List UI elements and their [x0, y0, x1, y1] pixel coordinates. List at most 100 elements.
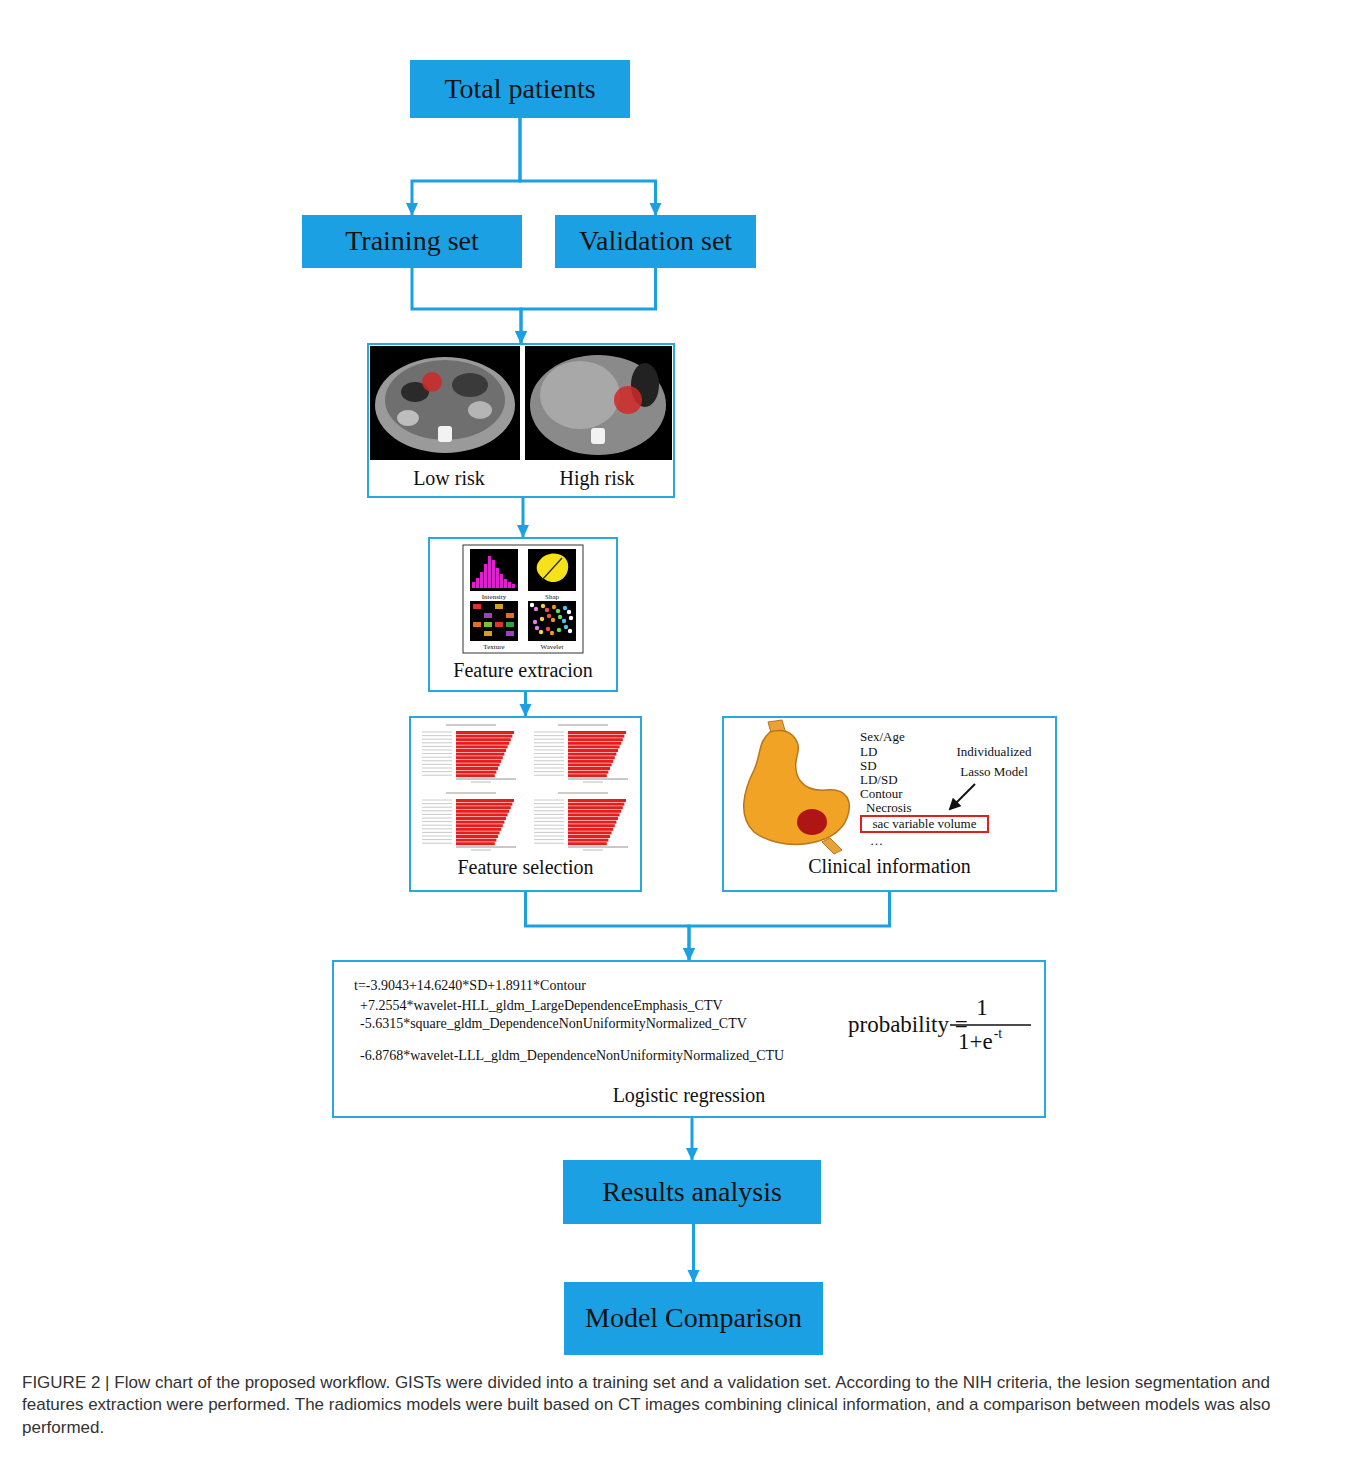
plot-label-mark	[534, 732, 564, 733]
node-text: LD	[860, 745, 877, 760]
plot-bar	[568, 756, 615, 759]
plot-label-mark	[422, 832, 452, 833]
plot-bar	[456, 763, 500, 766]
node-text: 1+e	[958, 1029, 993, 1055]
plot-label-mark	[422, 825, 452, 826]
node-text: LD/SD	[860, 773, 898, 788]
flow-arrow	[412, 268, 521, 343]
wavelet-dot	[547, 614, 551, 618]
flow-arrow	[412, 118, 520, 215]
plot-ground	[416, 722, 520, 784]
plot-bar	[456, 735, 512, 738]
plot-label-mark	[422, 818, 452, 819]
node-text: Feature extracion	[430, 659, 616, 682]
node-text: Model Comparison	[585, 1302, 802, 1334]
plot-bar	[456, 756, 503, 759]
node-text: High risk	[517, 467, 677, 490]
plot-label-mark	[534, 839, 564, 840]
wavelet-dot	[557, 628, 561, 632]
node-text: Clinical information	[724, 855, 1055, 878]
plot-label-mark	[422, 843, 452, 844]
plot-bar	[568, 817, 618, 820]
panel-box: Low riskHigh risk	[367, 343, 675, 498]
wavelet-tile	[528, 601, 576, 641]
plot-axis	[456, 779, 516, 780]
plot-label-mark	[422, 750, 452, 751]
plot-bar	[568, 842, 607, 845]
plot-label-mark	[534, 832, 564, 833]
histogram-bar	[488, 556, 491, 588]
node-text: Wavelet	[528, 643, 576, 651]
plot-bar	[568, 742, 621, 745]
plot-label-mark	[534, 828, 564, 829]
plot-title-mark	[446, 725, 496, 726]
node-text: Shap	[528, 593, 576, 601]
plot-label-mark	[534, 836, 564, 837]
plot-bar	[456, 831, 500, 834]
plot-label-mark	[422, 800, 452, 801]
plot-bar	[456, 760, 501, 763]
plot-bar	[568, 767, 610, 770]
plot-label-mark	[422, 753, 452, 754]
plot-bar	[456, 806, 511, 809]
shape-blob	[537, 554, 569, 582]
illustration-shape	[540, 361, 620, 429]
highlight-box: sac variable volume	[860, 815, 989, 833]
flow-arrow	[522, 498, 525, 537]
plot-label-mark	[422, 775, 452, 776]
plot-label-mark	[422, 760, 452, 761]
illustration-shape	[591, 428, 605, 444]
node-text: -6.8768*wavelet-LLL_gldm_DependenceNonUn…	[360, 1048, 784, 1064]
plot-bar	[568, 835, 610, 838]
plot-label-mark	[534, 810, 564, 811]
plot-label-mark	[422, 810, 452, 811]
plot-bar	[456, 731, 514, 734]
plot-label-mark	[422, 768, 452, 769]
plot-bar	[456, 828, 501, 831]
plot-bar	[568, 821, 616, 824]
plot-bar	[456, 745, 508, 748]
process-box: Total patients	[410, 60, 630, 118]
plot-axis-label-mark	[583, 782, 603, 783]
wavelet-dot	[546, 627, 550, 631]
plot-label-mark	[534, 803, 564, 804]
texture-cell	[495, 622, 503, 627]
plot-label-mark	[534, 746, 564, 747]
plot-label-mark	[534, 807, 564, 808]
plot-label-mark	[534, 742, 564, 743]
illustration-shape	[422, 372, 442, 392]
plot-bar	[456, 842, 495, 845]
wavelet-dot	[550, 631, 554, 635]
plot-bar	[456, 774, 495, 777]
illustration-shape	[397, 410, 419, 426]
process-box: Results analysis	[563, 1160, 821, 1224]
wavelet-dot	[545, 608, 549, 612]
plot-bar	[568, 806, 623, 809]
panel-box: Sex/AgeLDSDLD/SDContourNecrosis…Individu…	[722, 716, 1057, 892]
node-text: Sex/Age	[860, 730, 905, 745]
plot-bar	[456, 803, 512, 806]
ct-image-low	[370, 346, 520, 460]
illustration-shape	[370, 346, 520, 460]
plot-bar	[456, 817, 506, 820]
texture-cell	[506, 613, 514, 618]
plot-title-mark	[558, 793, 608, 794]
histogram-bar	[472, 582, 475, 588]
texture-cell	[484, 631, 492, 636]
plot-label-mark	[534, 814, 564, 815]
wavelet-dot	[568, 629, 572, 633]
histogram-bar	[504, 579, 507, 588]
illustration-shape	[438, 426, 452, 442]
ct-image-high	[525, 346, 672, 460]
plot-bar	[456, 749, 506, 752]
plot-axis-label-mark	[471, 850, 491, 851]
node-text: Intensity	[470, 593, 518, 601]
plot-bar	[456, 738, 511, 741]
wavelet-dot	[567, 610, 571, 614]
flow-arrow	[691, 1118, 694, 1160]
plot-label-mark	[422, 814, 452, 815]
plot-label-mark	[422, 771, 452, 772]
plot-label-mark	[534, 818, 564, 819]
plot-label-mark	[534, 739, 564, 740]
plot-bar	[456, 799, 514, 802]
